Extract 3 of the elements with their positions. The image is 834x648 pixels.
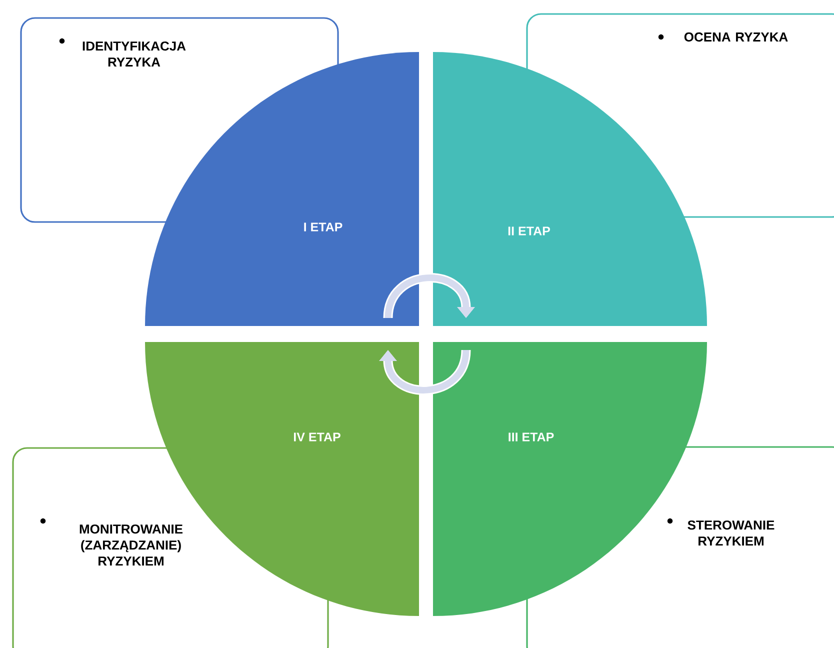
cycle-arrow <box>379 349 471 395</box>
quadrant-sector: II ETAP <box>433 52 707 326</box>
cycle-arrow <box>383 273 475 319</box>
